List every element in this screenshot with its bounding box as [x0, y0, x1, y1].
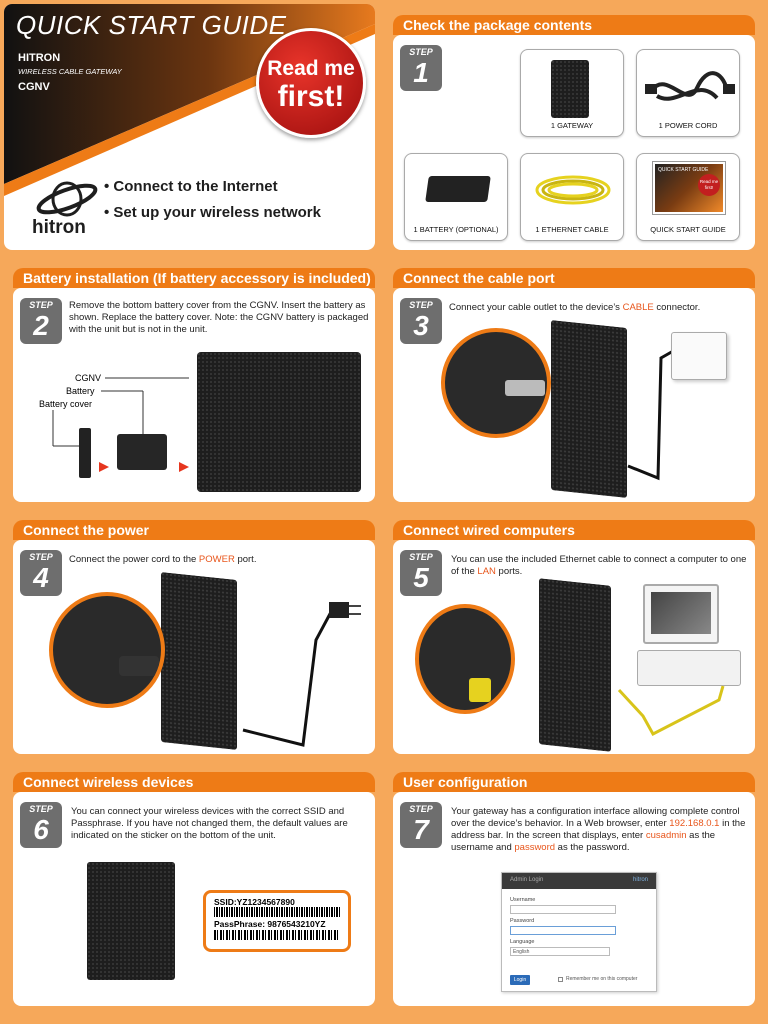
language-select[interactable]: English — [510, 947, 610, 956]
remember-checkbox[interactable] — [558, 977, 563, 982]
lan-connector-image — [469, 678, 491, 702]
ssid-sticker: SSID:YZ1234567890 PassPhrase: 9876543210… — [203, 890, 351, 952]
package-section-title: Check the package contents — [393, 15, 755, 35]
wireless-panel: STEP 6 You can connect your wireless dev… — [13, 792, 375, 1006]
battery-instructions: Remove the bottom battery cover from the… — [69, 300, 369, 335]
mini-guide-image: QUICK START GUIDE Read me first! — [653, 162, 725, 214]
label-battery: Battery — [66, 386, 95, 396]
step-1-badge: STEP 1 — [400, 45, 442, 91]
brand-name: HITRON — [18, 52, 61, 64]
ethernet-cable-icon — [535, 175, 611, 205]
package-item-guide: QUICK START GUIDE Read me first! QUICK S… — [636, 153, 740, 241]
hitron-logo: hitron — [32, 179, 102, 241]
cgnv-lying-image — [197, 352, 361, 492]
gateway-image — [87, 862, 175, 980]
config-section-title: User configuration — [393, 772, 755, 792]
cable-connector-image — [505, 380, 545, 396]
battery-panel: STEP 2 Remove the bottom battery cover f… — [13, 288, 375, 502]
ethernet-wire — [617, 685, 725, 736]
login-button[interactable]: Login — [510, 975, 530, 985]
model-name: CGNV — [18, 81, 50, 93]
wired-instructions: You can use the included Ethernet cable … — [451, 554, 747, 577]
step-7-badge: STEP 7 — [400, 802, 442, 848]
lan-port-zoom — [415, 604, 515, 714]
login-screenshot: Admin Login hitron Username Password Lan… — [501, 872, 657, 992]
step-2-badge: STEP 2 — [20, 298, 62, 344]
passphrase-barcode — [214, 930, 340, 940]
monitor-screen — [651, 592, 711, 634]
battery-cover-image — [79, 428, 91, 478]
cable-wire — [627, 348, 676, 481]
power-panel: STEP 4 Connect the power cord to the POW… — [13, 540, 375, 754]
battery-section-title: Battery installation (If battery accesso… — [13, 268, 375, 288]
bullet-item: • Set up your wireless network — [104, 204, 321, 221]
config-panel: STEP 7 Your gateway has a configuration … — [393, 792, 755, 1006]
passphrase-text: PassPhrase: 9876543210YZ — [214, 919, 326, 929]
bullet-item: • Connect to the Internet — [104, 178, 278, 195]
battery-leader-lines — [52, 377, 189, 472]
language-label: Language — [510, 939, 535, 945]
cable-panel: STEP 3 Connect your cable outlet to the … — [393, 288, 755, 502]
guide-title: QUICK START GUIDE — [16, 10, 287, 40]
power-instructions: Connect the power cord to the POWER port… — [69, 554, 257, 565]
power-cord-wire — [242, 602, 361, 747]
monitor-image — [643, 584, 719, 644]
read-me-badge: Read me first! — [256, 28, 366, 138]
cable-port-zoom — [441, 328, 551, 438]
arrow-right-icon — [99, 462, 109, 472]
username-input[interactable] — [510, 905, 616, 914]
package-panel: STEP 1 1 GATEWAY 1 POWER CORD 1 BATTERY … — [393, 35, 755, 250]
computer-base-image — [637, 650, 741, 686]
package-item-power-cord: 1 POWER CORD — [636, 49, 740, 137]
gateway-image — [551, 60, 589, 118]
username-label: Username — [510, 897, 536, 903]
power-cord-icon — [645, 71, 735, 101]
wired-panel: STEP 5 You can use the included Ethernet… — [393, 540, 755, 754]
password-label: Password — [510, 918, 535, 924]
label-cgnv: CGNV — [75, 373, 102, 383]
step-3-badge: STEP 3 — [400, 298, 442, 344]
arrow-right-icon — [179, 462, 189, 472]
wireless-section-title: Connect wireless devices — [13, 772, 375, 792]
package-item-gateway: 1 GATEWAY — [520, 49, 624, 137]
power-plug-image — [119, 656, 159, 676]
wired-section-title: Connect wired computers — [393, 520, 755, 540]
label-battery-cover: Battery cover — [39, 399, 93, 409]
power-section-title: Connect the power — [13, 520, 375, 540]
cable-instructions: Connect your cable outlet to the device’… — [449, 302, 701, 313]
power-port-zoom — [49, 592, 165, 708]
wireless-instructions: You can connect your wireless devices wi… — [71, 806, 348, 841]
badge-line2: first! — [277, 80, 345, 113]
logo-swirl-icon — [36, 181, 98, 217]
wall-outlet-image — [671, 332, 727, 380]
battery-image — [117, 434, 167, 470]
package-item-ethernet: 1 ETHERNET CABLE — [520, 153, 624, 241]
ssid-text: SSID:YZ1234567890 — [214, 897, 295, 907]
product-subtitle: WIRELESS CABLE GATEWAY — [18, 67, 122, 76]
header-panel: QUICK START GUIDE HITRON WIRELESS CABLE … — [4, 4, 375, 250]
cable-section-title: Connect the cable port — [393, 268, 755, 288]
package-item-battery: 1 BATTERY (OPTIONAL) — [404, 153, 508, 241]
password-input[interactable] — [510, 926, 616, 935]
badge-line1: Read me — [267, 57, 355, 80]
remember-label: Remember me on this computer — [566, 976, 638, 982]
step-6-badge: STEP 6 — [20, 802, 62, 848]
ssid-barcode — [214, 907, 340, 917]
login-header: Admin Login hitron — [502, 873, 656, 889]
config-instructions: Your gateway has a configuration interfa… — [451, 806, 746, 853]
bullet-list: • Connect to the Internet • Set up your … — [104, 174, 321, 226]
step-5-badge: STEP 5 — [400, 550, 442, 596]
battery-image — [425, 176, 491, 202]
step-4-badge: STEP 4 — [20, 550, 62, 596]
logo-text: hitron — [32, 217, 86, 238]
